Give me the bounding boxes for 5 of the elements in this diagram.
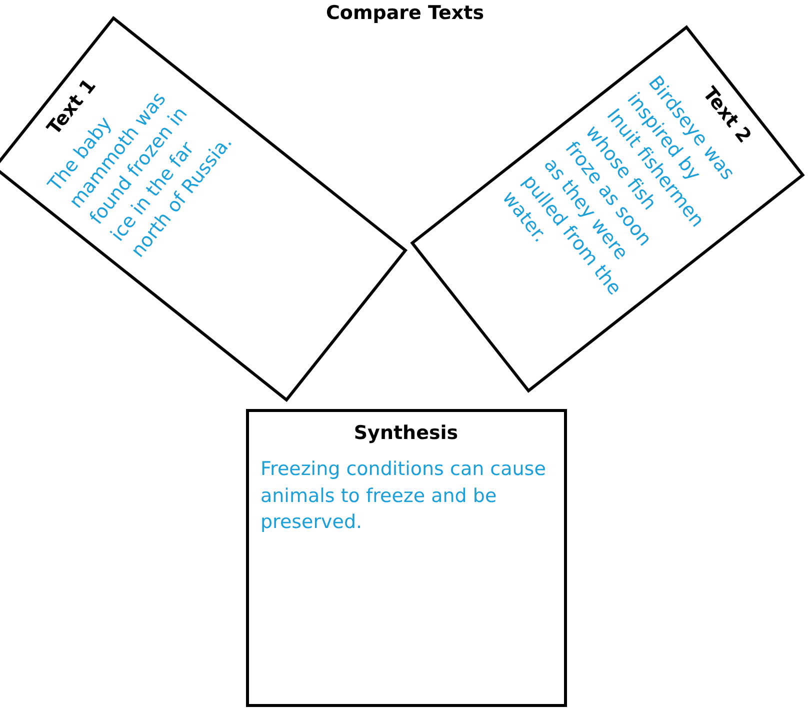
diagram-title: Compare Texts — [324, 2, 486, 24]
panel-text: Freezing conditions can cause animals to freeze and be preserved. — [260, 457, 547, 536]
text-panel — [246, 409, 566, 707]
text-panel — [410, 25, 804, 393]
panel-heading: Synthesis — [352, 422, 460, 444]
